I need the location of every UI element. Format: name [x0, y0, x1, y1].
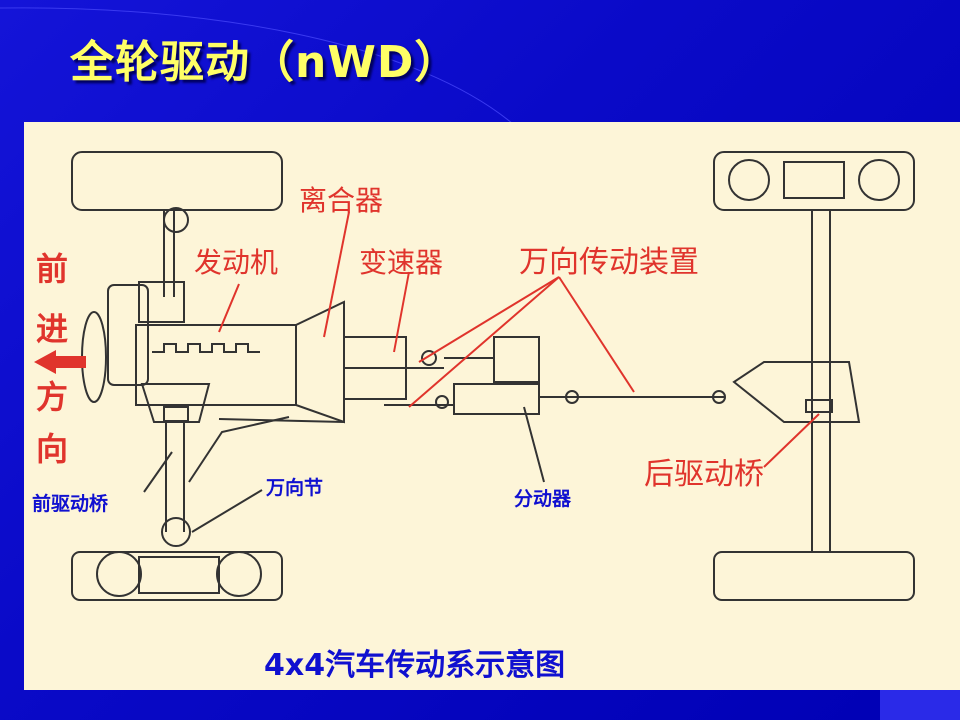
label-rear-axle: 后驱动桥 [644, 457, 764, 492]
rear-differential [732, 361, 861, 423]
label-engine: 发动机 [194, 246, 278, 279]
front-differential [140, 383, 211, 423]
label-universal-joint: 万向节 [265, 476, 323, 499]
front-top-kingpin [163, 207, 189, 233]
engine-pulley [107, 284, 149, 386]
label-clutch: 离合器 [299, 184, 383, 217]
front-right-wheel [71, 551, 283, 601]
front-propeller-shaft [188, 416, 290, 483]
diagram-caption: 4x4汽车传动系示意图 [264, 648, 565, 683]
front-bottom-kingpin [161, 517, 191, 547]
label-universal-drive: 万向传动装置 [519, 245, 699, 280]
front-left-wheel [71, 151, 283, 211]
drivetrain-diagram: 离合器 发动机 变速器 万向传动装置 前 进 方 向 前驱动桥 万向节 分动器 … [32, 151, 915, 683]
label-transfer-case: 分动器 [514, 488, 572, 510]
label-forward-1: 前 [36, 250, 68, 288]
engine-block [135, 324, 297, 406]
label-gearbox: 变速器 [359, 246, 443, 279]
drivetrain-diagram-panel: 离合器 发动机 变速器 万向传动装置 前 进 方 向 前驱动桥 万向节 分动器 … [24, 122, 960, 690]
rear-right-wheel [713, 551, 915, 601]
label-front-axle: 前驱动桥 [32, 492, 109, 515]
slide-title: 全轮驱动（nWD） [70, 37, 460, 88]
transfer-case [493, 336, 540, 383]
label-forward-3: 方 [36, 378, 68, 416]
corner-decoration [880, 690, 960, 720]
forward-arrow [34, 350, 86, 374]
label-forward-2: 进 [36, 310, 68, 348]
background-decoration [0, 7, 521, 130]
clutch-housing [295, 300, 345, 424]
label-forward-4: 向 [36, 430, 68, 468]
